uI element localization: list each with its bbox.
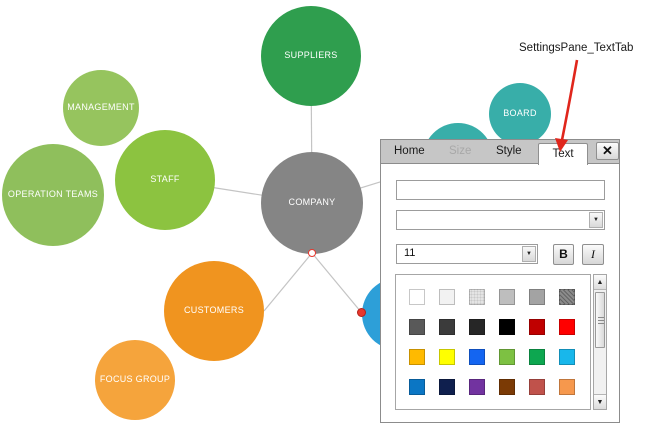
text-value-input[interactable] bbox=[396, 180, 605, 200]
node-label: BOARD bbox=[503, 108, 537, 119]
close-button[interactable]: ✕ bbox=[596, 142, 619, 160]
node-label: FOCUS GROUP bbox=[99, 374, 171, 385]
color-swatch[interactable] bbox=[559, 319, 575, 335]
color-swatch[interactable] bbox=[469, 319, 485, 335]
font-size-value: 11 bbox=[404, 247, 416, 259]
chevron-down-icon[interactable]: ▼ bbox=[522, 246, 536, 262]
tab-home[interactable]: Home bbox=[394, 145, 425, 157]
color-swatch[interactable] bbox=[529, 319, 545, 335]
font-family-dropdown[interactable]: ▼ bbox=[396, 210, 605, 230]
color-swatch[interactable] bbox=[439, 319, 455, 335]
color-swatch[interactable] bbox=[559, 379, 575, 395]
annotation-label: SettingsPane_TextTab bbox=[519, 42, 634, 54]
node-staff[interactable]: STAFF bbox=[115, 130, 215, 230]
color-swatch[interactable] bbox=[439, 289, 455, 305]
node-label: SUPPLIERS bbox=[284, 50, 338, 61]
color-swatch[interactable] bbox=[499, 289, 515, 305]
node-label: MANAGEMENT bbox=[67, 102, 135, 113]
node-company[interactable]: COMPANY bbox=[261, 152, 363, 254]
color-swatch[interactable] bbox=[469, 289, 485, 305]
font-size-dropdown[interactable]: 11 ▼ bbox=[396, 244, 538, 264]
node-label: OPERATION TEAMS bbox=[7, 189, 99, 200]
connector-handle-filled[interactable] bbox=[357, 308, 366, 317]
scrollbar-grip bbox=[598, 317, 604, 324]
scroll-up-icon[interactable]: ▲ bbox=[594, 275, 606, 290]
node-operation-teams[interactable]: OPERATION TEAMS bbox=[2, 144, 104, 246]
node-label: STAFF bbox=[150, 174, 180, 185]
color-swatch[interactable] bbox=[409, 289, 425, 305]
scrollbar-thumb[interactable] bbox=[595, 292, 605, 348]
color-swatch[interactable] bbox=[499, 379, 515, 395]
tab-style[interactable]: Style bbox=[496, 145, 522, 157]
color-swatch[interactable] bbox=[559, 289, 575, 305]
node-suppliers[interactable]: SUPPLIERS bbox=[261, 6, 361, 106]
connector-handle-open[interactable] bbox=[308, 249, 316, 257]
bold-button[interactable]: B bbox=[553, 244, 574, 265]
node-focus-group[interactable]: FOCUS GROUP bbox=[95, 340, 175, 420]
color-swatch[interactable] bbox=[409, 379, 425, 395]
color-swatch[interactable] bbox=[409, 349, 425, 365]
color-palette bbox=[395, 274, 591, 410]
close-icon: ✕ bbox=[602, 143, 613, 158]
italic-button[interactable]: I bbox=[582, 244, 604, 265]
chevron-down-icon[interactable]: ▼ bbox=[589, 212, 603, 228]
color-swatch[interactable] bbox=[559, 349, 575, 365]
node-label: CUSTOMERS bbox=[183, 305, 245, 316]
color-swatch[interactable] bbox=[529, 289, 545, 305]
node-board[interactable]: BOARD bbox=[489, 83, 551, 145]
node-management[interactable]: MANAGEMENT bbox=[63, 70, 139, 146]
color-swatch[interactable] bbox=[439, 349, 455, 365]
color-swatch[interactable] bbox=[499, 349, 515, 365]
node-customers[interactable]: CUSTOMERS bbox=[164, 261, 264, 361]
node-label: COMPANY bbox=[288, 197, 336, 208]
color-swatch[interactable] bbox=[469, 379, 485, 395]
tab-text[interactable]: Text bbox=[538, 143, 588, 165]
color-swatch[interactable] bbox=[499, 319, 515, 335]
color-swatch[interactable] bbox=[529, 349, 545, 365]
settings-pane: Home Size Style Text ✕ ▼ 11 ▼ B I bbox=[380, 139, 620, 423]
color-swatch[interactable] bbox=[439, 379, 455, 395]
color-swatch[interactable] bbox=[529, 379, 545, 395]
tab-size: Size bbox=[449, 145, 472, 157]
scroll-down-icon[interactable]: ▼ bbox=[594, 394, 606, 409]
palette-scrollbar[interactable]: ▲ ▼ bbox=[593, 274, 607, 410]
color-swatch[interactable] bbox=[409, 319, 425, 335]
color-swatch[interactable] bbox=[469, 349, 485, 365]
